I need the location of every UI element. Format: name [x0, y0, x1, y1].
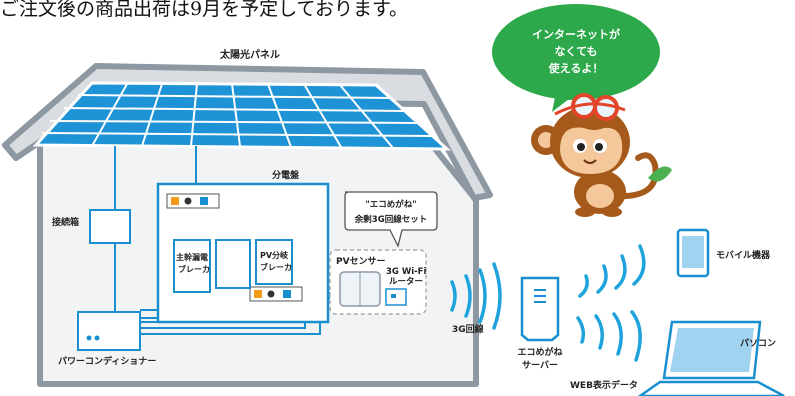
server-label-1: エコめがね [517, 346, 562, 358]
set-title-2: 余剰3G回線セット [354, 214, 427, 225]
wave-pc [576, 310, 642, 362]
mobile-device [676, 228, 710, 278]
set-callout [344, 191, 438, 248]
pv-breaker [255, 239, 293, 285]
pv-breaker-label-2: ブレーカ [260, 262, 292, 272]
power-conditioner [77, 311, 141, 351]
wave-mobile [578, 244, 646, 298]
set-title-1: "エコめがね" [365, 199, 416, 210]
pv-breaker-label-1: PV分岐 [260, 250, 289, 260]
wave-3g [450, 262, 502, 330]
router-device [385, 288, 407, 306]
server [520, 276, 560, 342]
router-label-1: 3G Wi-Fi [386, 267, 426, 277]
solar-panel-label: 太陽光パネル [219, 48, 280, 61]
line-3g-label: 3G回線 [452, 323, 484, 335]
mobile-label: モバイル機器 [716, 249, 771, 261]
router-label-2: ルーター [389, 276, 423, 287]
meter-top [166, 193, 220, 209]
bubble-line-3: 使えるよ！ [548, 61, 604, 75]
server-label-2: サーバー [522, 360, 558, 371]
main-breaker-label-1: 主幹漏電 [176, 252, 208, 262]
top-caption: ご注文後の商品出荷は9月を予定しております。 [0, 0, 409, 20]
main-breaker [173, 239, 211, 293]
junction-box [89, 209, 131, 244]
meter-bottom [249, 286, 303, 302]
breaker-middle [215, 239, 251, 289]
junction-box-label: 接続箱 [52, 216, 79, 228]
monkey-mascot [531, 93, 672, 217]
bubble-line-2: なくても [554, 45, 597, 58]
solar-panel [32, 81, 451, 151]
distribution-board-label: 分電盤 [272, 169, 300, 181]
web-data-label: WEB表示データ [570, 379, 638, 391]
pc-label: パソコン [740, 337, 776, 349]
main-breaker-label-2: ブレーカ [178, 264, 210, 274]
power-conditioner-label: パワーコンディショナー [58, 355, 156, 367]
laptop [637, 320, 785, 396]
speech-bubble [492, 4, 660, 112]
bubble-line-1: インターネットが [532, 27, 620, 41]
pv-sensor-label: PVセンサー [336, 256, 386, 267]
pv-sensor-device [339, 271, 381, 307]
